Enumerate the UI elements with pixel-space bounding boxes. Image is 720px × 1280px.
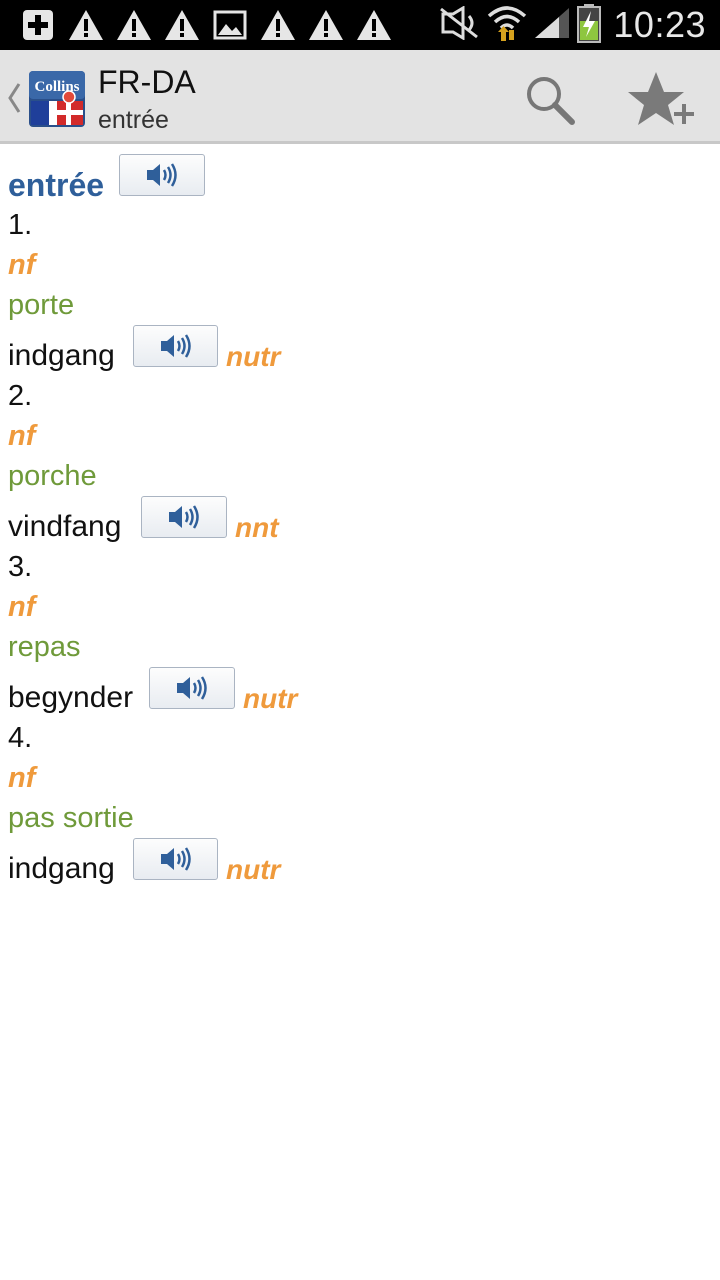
sense-number: 3.	[8, 551, 33, 583]
sense-number: 2.	[8, 380, 33, 412]
dictionary-title: FR-DA	[98, 64, 196, 100]
part-of-speech: nf	[8, 420, 36, 452]
headword: entrée	[8, 167, 105, 203]
clock: 10:23	[613, 4, 706, 45]
gender-label: nnt	[235, 512, 279, 543]
image-icon	[206, 7, 254, 43]
battery-charging-icon	[577, 3, 602, 48]
search-icon	[527, 77, 575, 125]
headword-audio-button[interactable]	[119, 154, 205, 196]
part-of-speech: nf	[8, 591, 36, 623]
warning-icon	[350, 7, 398, 43]
part-of-speech: nf	[8, 249, 36, 281]
gender-label: nutr	[243, 683, 298, 714]
translation: begynder	[8, 681, 134, 714]
sense-indicator: porte	[8, 289, 75, 321]
status-bar: 10:23	[0, 0, 720, 50]
translation-audio-button[interactable]	[133, 838, 218, 880]
gender-label: nutr	[226, 341, 281, 372]
gender-label: nutr	[226, 854, 281, 885]
translation: indgang	[8, 339, 115, 372]
translation-audio-button[interactable]	[141, 496, 227, 538]
star-add-icon	[628, 72, 694, 125]
warning-icon	[302, 7, 350, 43]
translation: vindfang	[8, 510, 122, 543]
mute-icon	[439, 4, 481, 45]
sense-number: 1.	[8, 209, 33, 241]
speaker-icon	[169, 505, 199, 529]
sense-indicator: porche	[8, 460, 97, 492]
speaker-icon	[160, 847, 191, 871]
app-logo[interactable]: Collins	[28, 70, 86, 128]
warning-icon	[254, 7, 302, 43]
translation: indgang	[8, 852, 115, 885]
translation-audio-button[interactable]	[149, 667, 235, 709]
action-bar: Collins FR-DA entrée	[0, 50, 720, 144]
speaker-icon	[147, 163, 177, 187]
wifi-icon	[487, 4, 527, 47]
add-box-icon	[14, 7, 62, 43]
sense-indicator: repas	[8, 631, 81, 663]
notification-icons	[14, 7, 398, 43]
sense-number: 4.	[8, 722, 33, 754]
part-of-speech: nf	[8, 762, 36, 794]
up-navigation-icon[interactable]	[6, 80, 22, 116]
speaker-icon	[177, 676, 207, 700]
warning-icon	[62, 7, 110, 43]
signal-icon	[533, 6, 571, 45]
add-favorite-button[interactable]	[626, 70, 698, 130]
warning-icon	[158, 7, 206, 43]
search-button[interactable]	[522, 72, 578, 128]
warning-icon	[110, 7, 158, 43]
current-word-subtitle: entrée	[98, 106, 169, 134]
translation-audio-button[interactable]	[133, 325, 218, 367]
sense-indicator: pas sortie	[8, 802, 134, 834]
speaker-icon	[160, 334, 191, 358]
